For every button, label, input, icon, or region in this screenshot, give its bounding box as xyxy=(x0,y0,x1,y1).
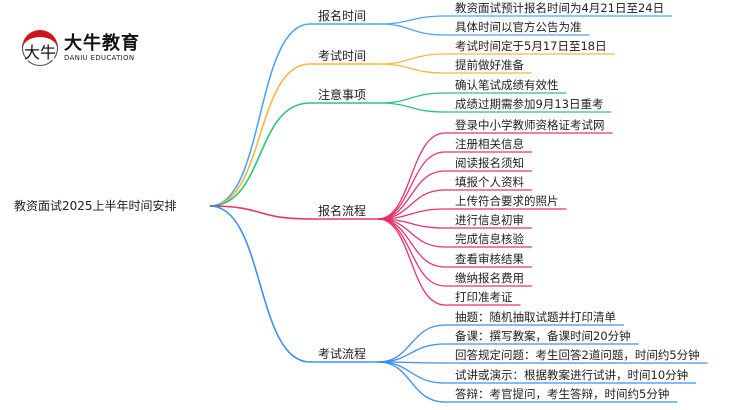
leaf-node: 答辩：考官提问，考生答辩，时间约5分钟 xyxy=(455,387,669,401)
logo-mark: 大牛 xyxy=(22,30,58,66)
leaf-connector xyxy=(377,23,446,36)
branch-connector xyxy=(209,63,311,207)
leaf-node: 考试时间定于5月17日至18日 xyxy=(455,39,607,53)
leaf-node: 阅读报名须知 xyxy=(455,156,524,170)
leaf-node: 确认笔试成绩有效性 xyxy=(455,78,559,92)
leaf-connector xyxy=(377,218,446,268)
branch-node: 考试时间 xyxy=(318,48,366,63)
leaf-node: 备课：撰写教案，备课时间20分钟 xyxy=(455,329,631,343)
leaf-node: 具体时间以官方公告为准 xyxy=(455,20,582,34)
leaf-connector xyxy=(377,170,446,220)
branch-connector xyxy=(209,205,311,363)
branch-connector xyxy=(209,205,311,220)
leaf-connector xyxy=(377,218,446,306)
leaf-connector xyxy=(377,63,446,74)
branch-node: 报名时间 xyxy=(318,8,366,23)
logo: 大牛 大牛教育 DANIU EDUCATION xyxy=(22,30,140,66)
leaf-node: 登录中小学教师资格证考试网 xyxy=(455,118,605,132)
leaf-connector xyxy=(377,361,446,403)
leaf-node: 成绩过期需参加9月13日重考 xyxy=(455,97,603,111)
branch-node: 考试流程 xyxy=(318,346,366,361)
leaf-node: 教资面试预计报名时间为4月21日至24日 xyxy=(455,1,664,15)
branch-node: 注意事项 xyxy=(318,87,366,102)
leaf-node: 缴纳报名费用 xyxy=(455,271,524,285)
leaf-node: 打印准考证 xyxy=(455,290,513,304)
leaf-node: 上传符合要求的照片 xyxy=(455,194,559,208)
root-node: 教资面试2025上半年时间安排 xyxy=(14,198,177,213)
logo-name-en: DANIU EDUCATION xyxy=(64,54,135,62)
branch-connector xyxy=(209,23,311,207)
leaf-node: 提前做好准备 xyxy=(455,58,524,72)
leaf-connector xyxy=(377,92,446,104)
leaf-node: 完成信息核验 xyxy=(455,232,524,246)
leaf-connector xyxy=(377,151,446,220)
leaf-connector xyxy=(377,102,446,113)
logo-name: 大牛教育 xyxy=(64,33,140,54)
leaf-connector xyxy=(377,132,446,220)
leaf-connector xyxy=(377,53,446,65)
leaf-connector xyxy=(377,361,446,384)
leaf-connector xyxy=(377,343,446,363)
leaf-node: 抽题：随机抽取试题并打印清单 xyxy=(455,310,616,324)
leaf-connector xyxy=(377,218,446,287)
leaf-connector xyxy=(377,15,446,25)
leaf-node: 查看审核结果 xyxy=(455,252,524,266)
leaf-node: 注册相关信息 xyxy=(455,137,524,151)
leaf-node: 试讲或演示：根据教案进行试讲，时间10分钟 xyxy=(455,368,688,382)
leaf-node: 回答规定问题：考生回答2道问题，时间约5分钟 xyxy=(455,348,700,362)
leaf-node: 填报个人资料 xyxy=(455,175,524,189)
branch-node: 报名流程 xyxy=(318,203,366,218)
leaf-connector xyxy=(377,324,446,363)
branch-connector xyxy=(209,102,311,207)
leaf-node: 进行信息初审 xyxy=(455,213,524,227)
